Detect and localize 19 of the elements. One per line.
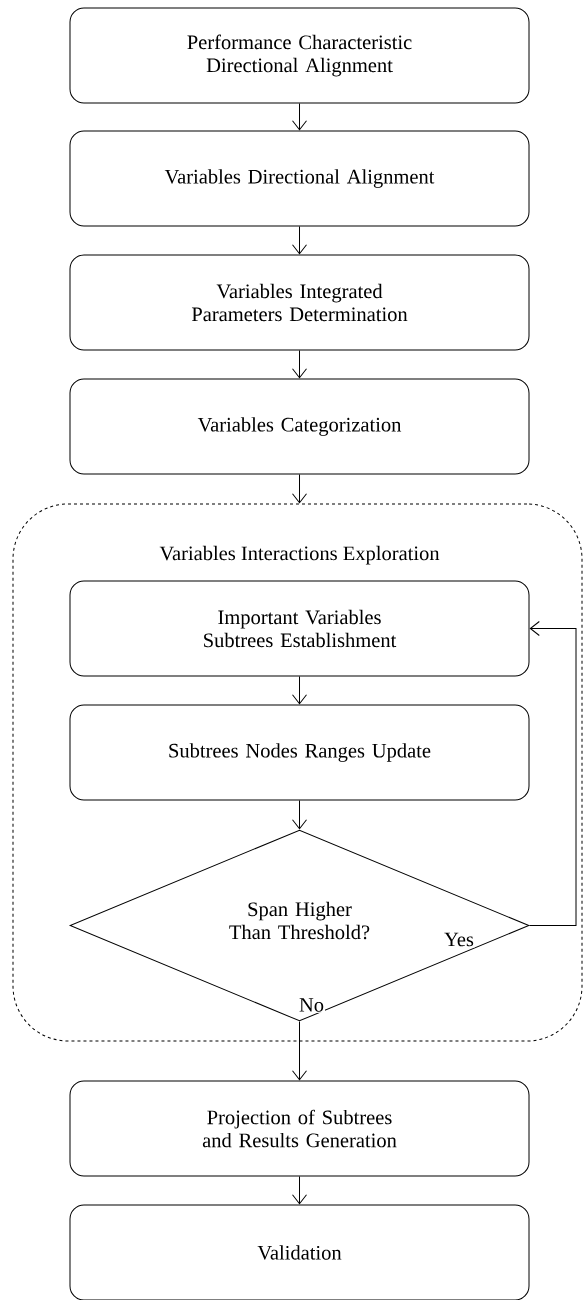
process-box: Variables Categorization bbox=[69, 378, 530, 475]
process-box: Validation bbox=[69, 1204, 530, 1300]
edge-label: No bbox=[298, 997, 326, 1013]
arrow bbox=[292, 1176, 307, 1205]
process-box: Variables Integrated Parameters Determination bbox=[69, 254, 530, 351]
process-box: Projection of Subtrees and Results Generation bbox=[69, 1080, 530, 1177]
arrow bbox=[292, 474, 307, 504]
arrow bbox=[292, 350, 307, 379]
process-box: Performance Characteristic Directional Alignment bbox=[69, 7, 530, 104]
arrow bbox=[292, 800, 307, 830]
edge-label: Yes bbox=[443, 931, 475, 948]
arrow bbox=[292, 676, 307, 705]
process-box: Subtrees Nodes Ranges Update bbox=[69, 704, 530, 801]
process-box: Variables Directional Alignment bbox=[69, 130, 530, 227]
arrow bbox=[292, 103, 307, 131]
arrow bbox=[292, 1021, 307, 1081]
arrow bbox=[292, 226, 307, 255]
process-box: Important Variables Subtrees Establishment bbox=[69, 580, 530, 677]
arrow bbox=[529, 621, 577, 926]
